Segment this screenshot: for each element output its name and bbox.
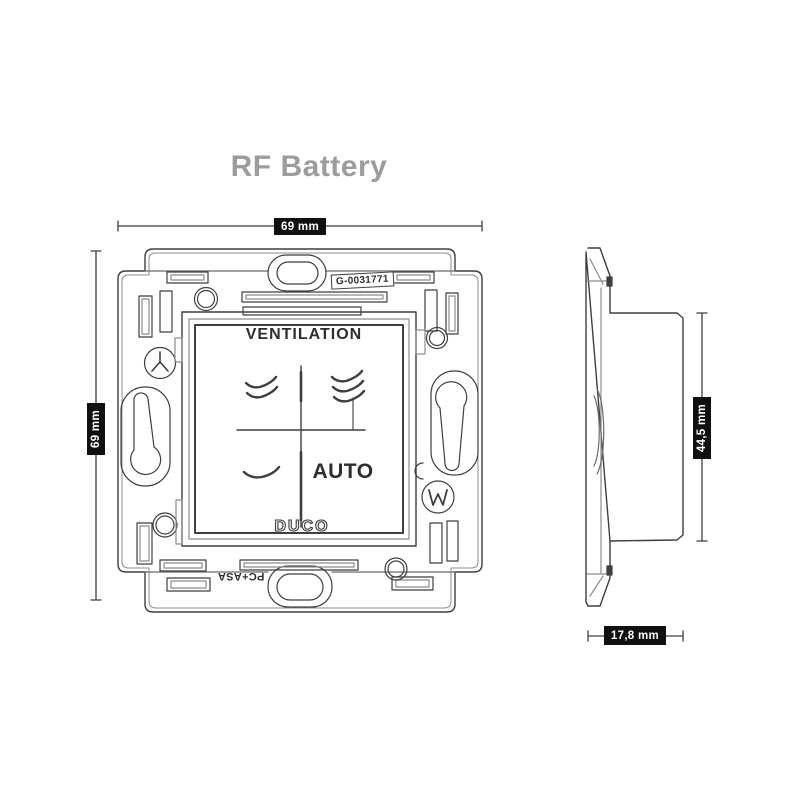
fan-speed-2-icon [244, 375, 279, 399]
keyhole-left [120, 386, 171, 487]
claw-slots [136, 289, 459, 565]
fan-speed-3-icon [330, 369, 366, 403]
mounting-plate-inner-line [121, 252, 479, 609]
dim-height-label: 69 mm [87, 403, 105, 455]
front-view-drawing [117, 248, 483, 613]
bottom-mounting-slot [267, 565, 333, 608]
mold-mark-y-icon [143, 346, 177, 380]
mold-mark-m-icon [421, 480, 455, 514]
side-plate-inner [586, 258, 610, 597]
side-body-outline [609, 312, 684, 542]
page-title: RF Battery [230, 150, 388, 183]
face-heading: VENTILATION [245, 326, 363, 343]
top-mounting-slot [267, 254, 327, 292]
frame-bars [239, 291, 388, 571]
cross-divider [236, 365, 366, 528]
brand-logo: DUCO [274, 517, 330, 535]
material-label: PC+ASA [217, 570, 265, 582]
fan-speed-1-icon [242, 465, 281, 479]
side-plate-outline [585, 247, 611, 607]
dim-side-height-label: 44,5 mm [693, 397, 711, 459]
side-view-drawing [585, 247, 684, 607]
mounting-tabs [159, 271, 435, 592]
switch-frame [174, 311, 426, 547]
dimension-lines [90, 220, 708, 642]
mounting-plate-outline [117, 248, 483, 613]
keyhole-right [430, 370, 479, 476]
dim-side-depth-label: 17,8 mm [604, 626, 666, 645]
dim-width-label: 69 mm [274, 218, 326, 235]
auto-label: AUTO [312, 460, 374, 483]
screw-holes [152, 286, 449, 581]
